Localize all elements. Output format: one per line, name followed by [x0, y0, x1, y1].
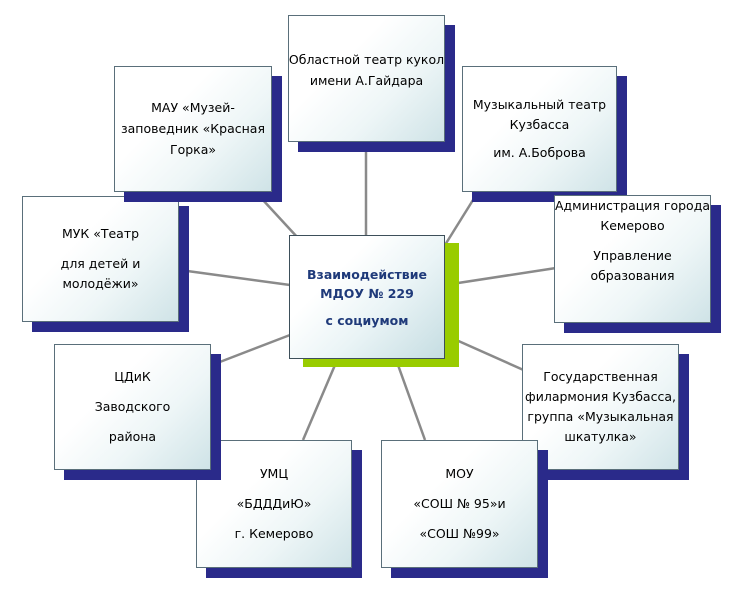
- node-line: «СОШ №99»: [419, 526, 500, 541]
- node-line: Областной театр кукол: [288, 52, 445, 67]
- node-box: УМЦ «БДДДиЮ» г. Кемерово: [196, 440, 352, 568]
- node-box: МОУ «СОШ № 95»и «СОШ №99»: [381, 440, 538, 568]
- node-school: МОУ «СОШ № 95»и «СОШ №99»: [381, 440, 548, 578]
- node-administration: Администрация города Кемерово Управление…: [554, 195, 721, 333]
- node-line: ЦДиК: [114, 369, 151, 384]
- node-umc: УМЦ «БДДДиЮ» г. Кемерово: [196, 440, 362, 578]
- center-line-1: Взаимодействие: [307, 266, 427, 282]
- node-puppet-theatre: Областной театр кукол имени А.Гайдара: [288, 15, 455, 152]
- node-line: Администрация города: [554, 198, 711, 213]
- node-box: Администрация города Кемерово Управление…: [554, 195, 711, 323]
- node-line: Управление: [593, 248, 672, 263]
- node-line: образования: [590, 268, 675, 283]
- node-box: Областной театр кукол имени А.Гайдара: [288, 15, 445, 142]
- connector-museum: [261, 198, 299, 239]
- node-line: г. Кемерово: [234, 526, 314, 541]
- node-line: Музыкальный театр: [472, 97, 607, 112]
- node-line: МУК «Театр: [61, 226, 140, 241]
- node-line: Государственная: [543, 369, 658, 384]
- node-box: МАУ «Музей- заповедник «Красная Горка»: [114, 66, 272, 192]
- node-line: Горка»: [169, 142, 217, 157]
- connector-cdik: [211, 333, 291, 367]
- node-cdik: ЦДиК Заводского района: [54, 344, 221, 480]
- node-line: шкатулка»: [564, 429, 637, 444]
- node-line: УМЦ: [259, 466, 289, 481]
- center-node: Взаимодействие МДОУ № 229 с социумом: [289, 235, 459, 367]
- node-museum: МАУ «Музей- заповедник «Красная Горка»: [114, 66, 282, 202]
- node-box: Музыкальный театр Кузбасса им. А.Боброва: [462, 66, 617, 192]
- node-youth-theatre: МУК «Театр для детей и молодёжи»: [22, 196, 189, 332]
- node-line: имени А.Гайдара: [309, 73, 424, 88]
- node-line: Кузбасса: [509, 117, 570, 132]
- center-line-2: МДОУ № 229: [320, 285, 414, 301]
- node-line: МАУ «Музей-: [151, 100, 235, 115]
- node-line: им. А.Боброва: [493, 145, 586, 160]
- node-musical-theatre: Музыкальный театр Кузбасса им. А.Боброва: [462, 66, 627, 202]
- center-node-box: Взаимодействие МДОУ № 229 с социумом: [289, 235, 445, 359]
- node-line: «БДДДиЮ»: [236, 496, 312, 511]
- connector-school: [396, 364, 427, 441]
- node-line: «СОШ № 95»и: [413, 496, 506, 511]
- center-line-3: с социумом: [325, 312, 409, 328]
- node-line: для детей и: [60, 256, 141, 271]
- node-box: ЦДиК Заводского района: [54, 344, 211, 470]
- node-philharmonic: Государственная филармония Кузбасса, гру…: [522, 344, 689, 480]
- node-line: Кемерово: [600, 218, 665, 233]
- node-box: Государственная филармония Кузбасса, гру…: [522, 344, 679, 470]
- node-line: района: [108, 429, 157, 444]
- connector-administration: [444, 266, 557, 287]
- node-line: МОУ: [445, 466, 474, 481]
- node-box: МУК «Театр для детей и молодёжи»: [22, 196, 179, 322]
- connector-youth-theatre: [179, 268, 291, 287]
- node-line: филармония Кузбасса,: [525, 389, 676, 404]
- node-line: молодёжи»: [62, 276, 139, 291]
- connector-umc: [301, 364, 337, 441]
- node-line: Заводского: [94, 399, 171, 414]
- node-line: заповедник «Красная: [121, 121, 265, 136]
- node-line: группа «Музыкальная: [527, 409, 674, 424]
